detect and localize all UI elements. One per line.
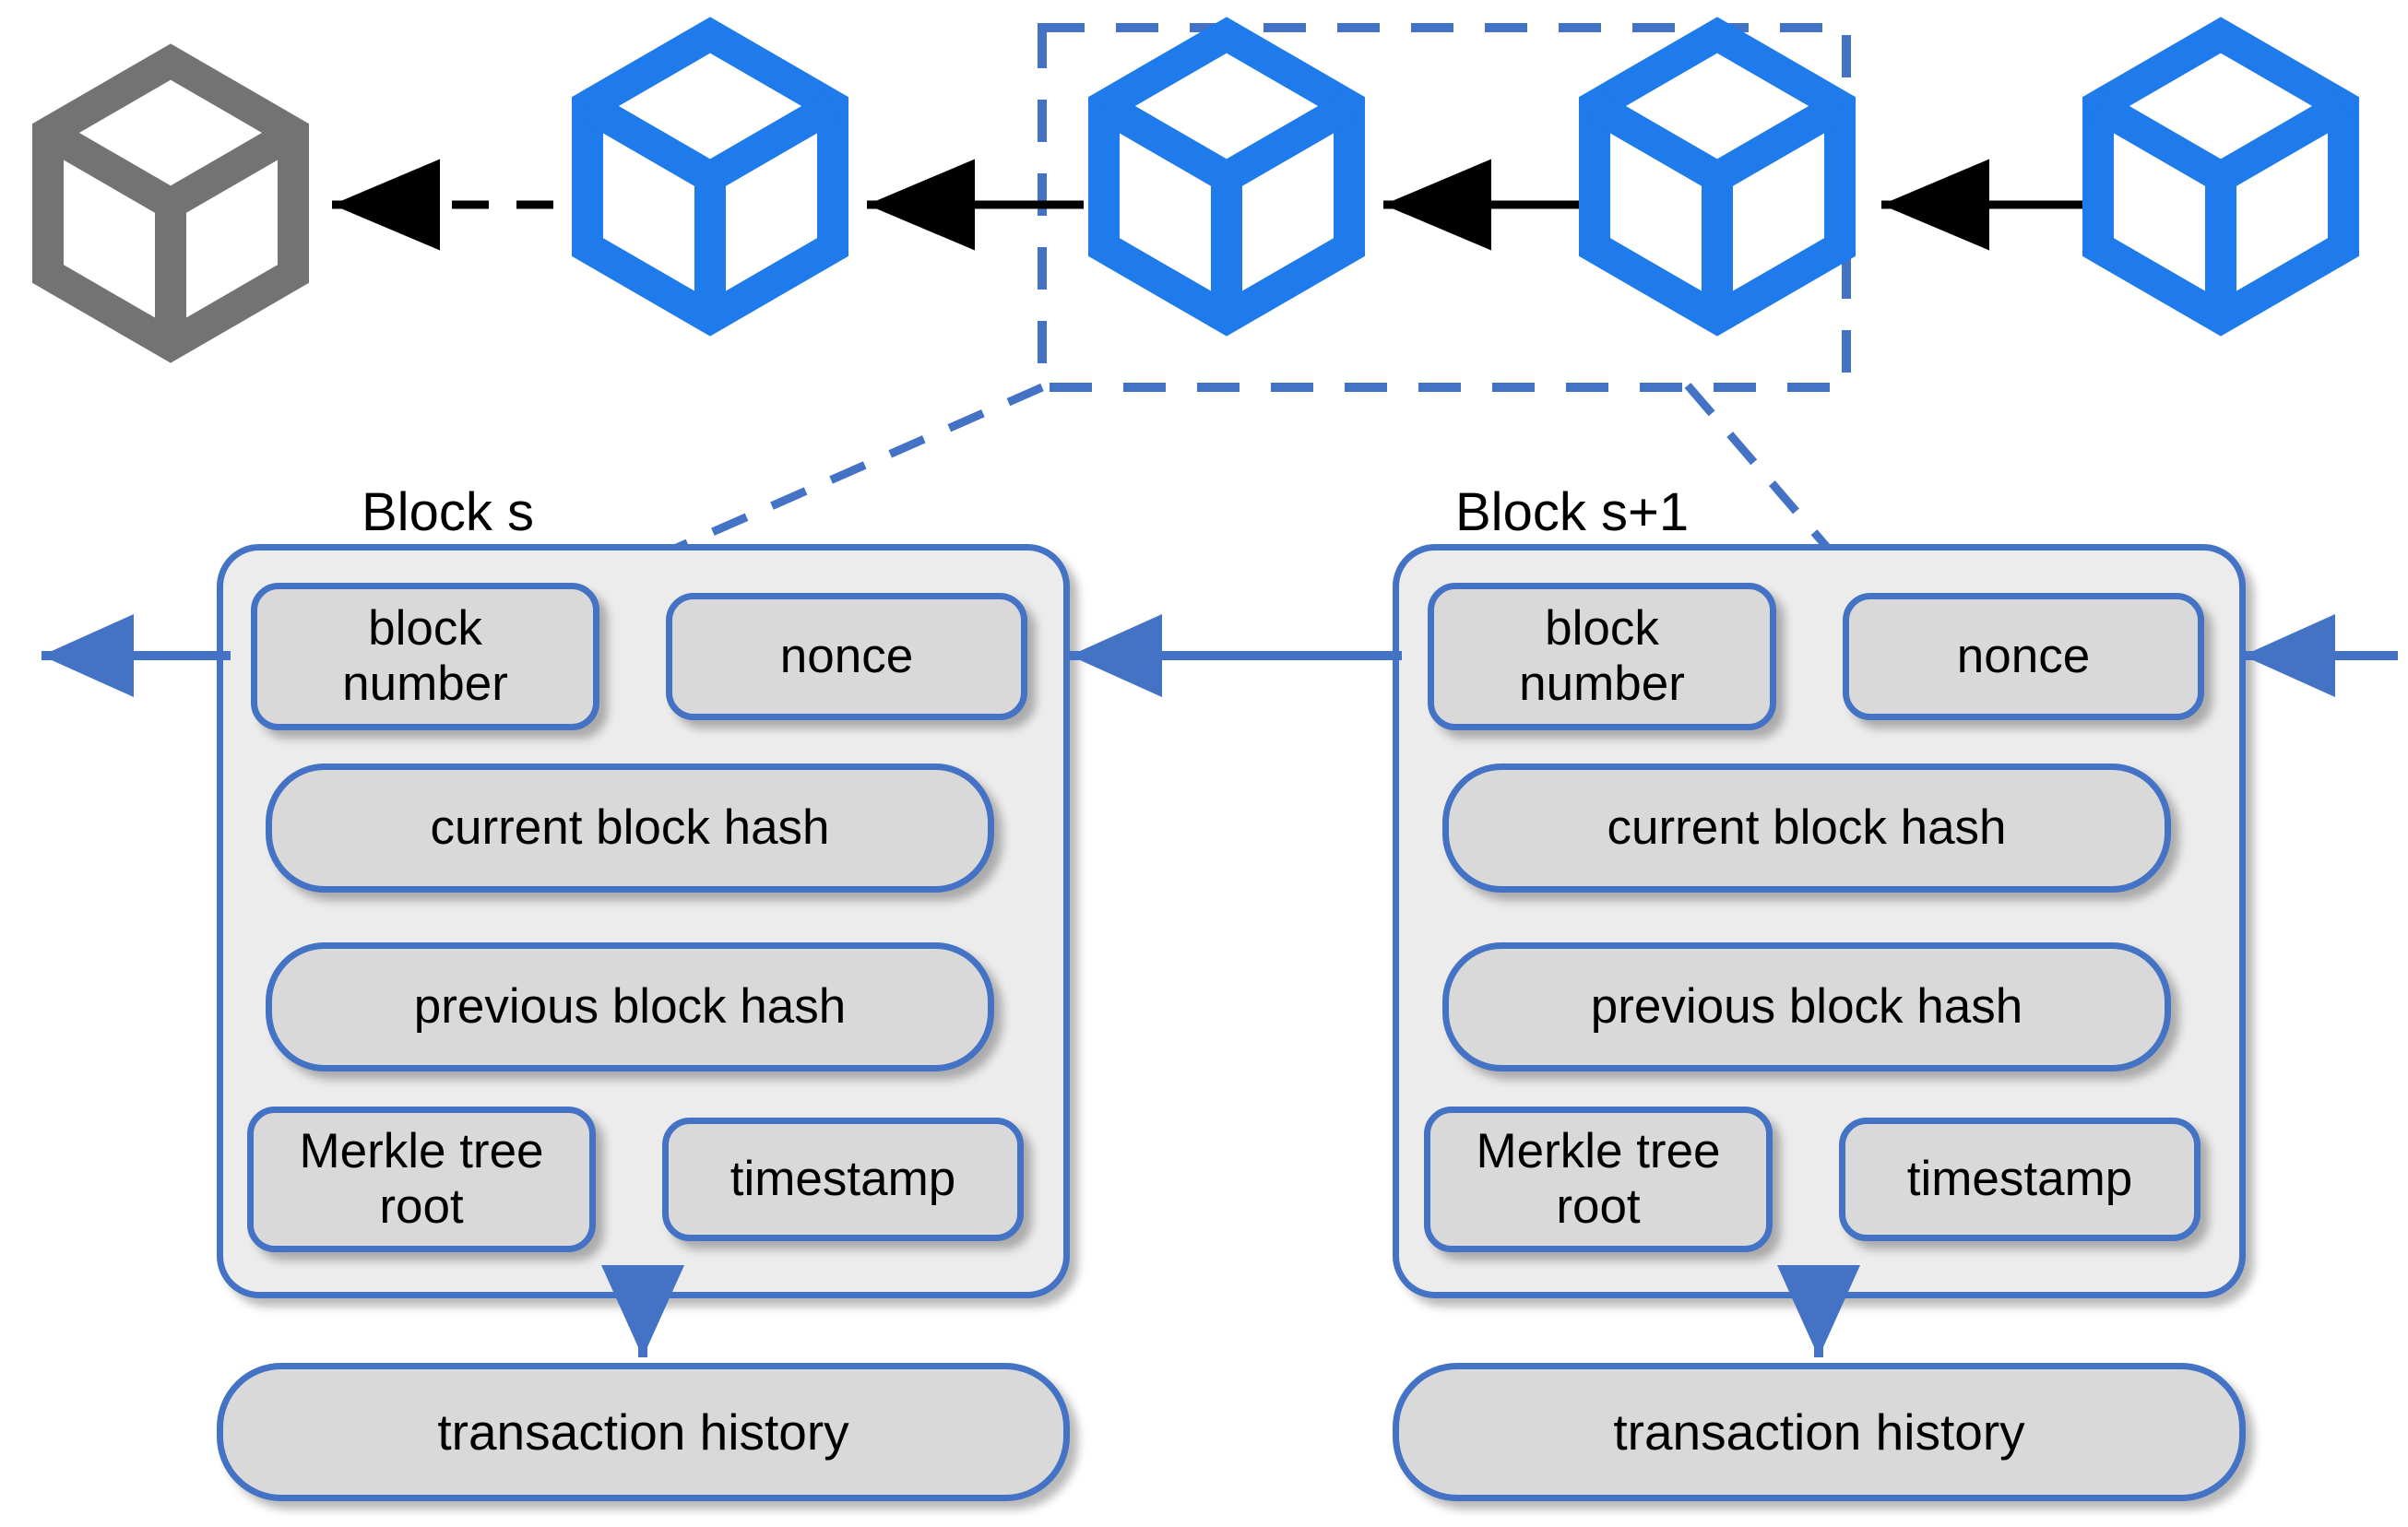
block-s-plus-1-block-number-line2: number [1519, 657, 1685, 711]
block-s-timestamp-label: timestamp [730, 1152, 956, 1207]
block-s-plus-1-block-number-pill[interactable]: block number [1428, 583, 1776, 730]
block-s-plus-1-previous-hash-label: previous block hash [1590, 979, 2023, 1035]
block-s-plus-1-current-hash-pill[interactable]: current block hash [1442, 764, 2171, 893]
block-s-plus-1-title: Block s+1 [1455, 482, 1690, 542]
block-s-plus-1-merkle-root-pill[interactable]: Merkle tree root [1424, 1107, 1773, 1252]
leader-line-block-s-plus-1 [1684, 383, 1834, 554]
block-s-block-number-line1: block [368, 601, 482, 657]
cube-block-s-plus-1-icon[interactable] [1579, 17, 1856, 337]
block-s-plus-1-timestamp-label: timestamp [1906, 1152, 2133, 1207]
cube-block-s-icon[interactable] [1088, 17, 1365, 337]
block-s-current-hash-pill[interactable]: current block hash [266, 764, 994, 893]
block-s-nonce-label: nonce [779, 629, 914, 684]
block-s-nonce-pill[interactable]: nonce [666, 593, 1027, 720]
block-s-previous-hash-pill[interactable]: previous block hash [266, 942, 994, 1071]
selection-region[interactable] [1038, 23, 1851, 392]
block-s-plus-1-transaction-history-pill[interactable]: transaction history [1393, 1363, 2246, 1501]
block-s-plus-1-merkle-root-line1: Merkle tree [1476, 1124, 1721, 1179]
cube-2-icon[interactable] [572, 17, 848, 337]
block-s-previous-hash-label: previous block hash [413, 979, 847, 1035]
block-s-merkle-root-line2: root [379, 1179, 464, 1234]
block-s-title: Block s [362, 482, 534, 542]
block-s-plus-1-nonce-pill[interactable]: nonce [1843, 593, 2204, 720]
block-s-plus-1-transaction-history-label: transaction history [1613, 1403, 2025, 1461]
block-s-plus-1-timestamp-pill[interactable]: timestamp [1839, 1118, 2200, 1241]
block-s-timestamp-pill[interactable]: timestamp [662, 1118, 1024, 1241]
block-s-plus-1-nonce-label: nonce [1956, 629, 2091, 684]
cube-5-icon[interactable] [2082, 17, 2359, 337]
block-s-plus-1-block-number-line1: block [1545, 601, 1659, 657]
block-s-plus-1-merkle-root-line2: root [1556, 1179, 1641, 1234]
block-s-block-number-pill[interactable]: block number [251, 583, 599, 730]
block-s-merkle-root-line1: Merkle tree [299, 1124, 544, 1179]
leader-line-block-s [662, 383, 1044, 558]
block-s-block-number-line2: number [342, 657, 508, 711]
block-s-transaction-history-pill[interactable]: transaction history [217, 1363, 1070, 1501]
block-s-current-hash-label: current block hash [430, 800, 830, 856]
block-s-plus-1-current-hash-label: current block hash [1607, 800, 2007, 856]
block-s-transaction-history-label: transaction history [437, 1403, 849, 1461]
block-s-plus-1-previous-hash-pill[interactable]: previous block hash [1442, 942, 2171, 1071]
cube-genesis-icon[interactable] [32, 43, 309, 363]
block-s-merkle-root-pill[interactable]: Merkle tree root [247, 1107, 596, 1252]
